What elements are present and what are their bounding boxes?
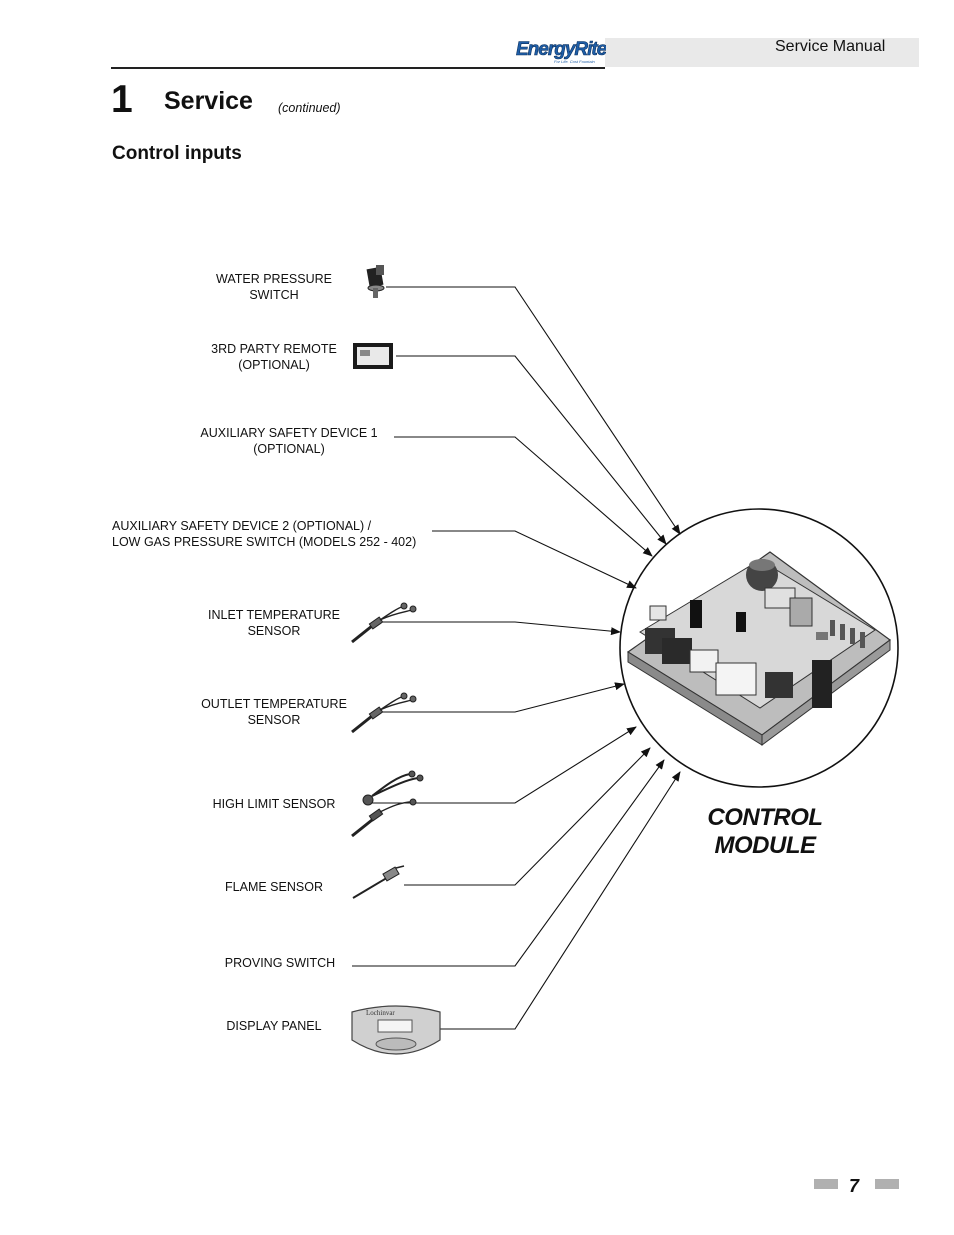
footer-bar-right: [875, 1179, 899, 1189]
outlet-temperature-sensor-icon: [351, 692, 417, 734]
input-label-display-panel: DISPLAY PANEL: [196, 1018, 352, 1034]
control-module-label-line: MODULE: [714, 832, 817, 859]
inlet-temperature-sensor-icon: [351, 602, 417, 644]
header-rule: [111, 67, 605, 69]
input-label-high-limit-sensor: HIGH LIMIT SENSOR: [196, 796, 352, 812]
input-label-proving-switch: PROVING SWITCH: [202, 955, 358, 971]
chapter-number: 1: [111, 78, 133, 121]
leader-lines: [352, 286, 681, 1030]
display-panel-brand: Lochinvar: [366, 1009, 395, 1017]
input-label-line: 3RD PARTY REMOTE: [211, 342, 337, 356]
input-label-line: (OPTIONAL): [238, 358, 310, 372]
input-label-aux-safety-device-2: AUXILIARY SAFETY DEVICE 2 (OPTIONAL) / L…: [112, 518, 416, 550]
energyrite-logo: EnergyRite For Life. Cost Fountain: [514, 36, 609, 66]
input-label-line: PROVING SWITCH: [224, 956, 336, 970]
page-number: 7: [849, 1176, 860, 1196]
input-label-flame-sensor: FLAME SENSOR: [196, 879, 352, 895]
input-label-line: OUTLET TEMPERATURE: [201, 697, 347, 711]
input-label-line: LOW GAS PRESSURE SWITCH (MODELS 252 - 40…: [112, 535, 417, 549]
input-label-line: SENSOR: [247, 624, 301, 638]
display-panel-icon: Lochinvar: [351, 1005, 441, 1055]
logo-tagline: For Life. Cost Fountain: [554, 59, 595, 64]
input-label-aux-safety-device-1: AUXILIARY SAFETY DEVICE 1 (OPTIONAL): [194, 425, 384, 457]
input-label-line: SENSOR: [247, 713, 301, 727]
input-label-line: (OPTIONAL): [253, 442, 325, 456]
section-title: Control inputs: [112, 143, 242, 164]
remote-icon: [353, 343, 393, 369]
input-label-line: DISPLAY PANEL: [226, 1019, 322, 1033]
input-label-outlet-temperature-sensor: OUTLET TEMPERATURE SENSOR: [194, 696, 354, 728]
high-limit-sensor-icon: [351, 770, 424, 838]
input-label-line: WATER PRESSURE: [216, 272, 332, 286]
footer-bar-left: [814, 1179, 838, 1189]
header-band: [605, 38, 919, 67]
input-label-line: HIGH LIMIT SENSOR: [212, 797, 336, 811]
input-label-water-pressure-switch: WATER PRESSURE SWITCH: [196, 271, 352, 303]
input-label-line: INLET TEMPERATURE: [208, 608, 340, 622]
continued-note: (continued): [278, 101, 341, 115]
logo-wordmark: EnergyRite: [516, 39, 606, 60]
input-label-line: AUXILIARY SAFETY DEVICE 2 (OPTIONAL) /: [112, 519, 372, 533]
control-board-illustration: [626, 551, 892, 746]
chapter-title: Service: [164, 87, 253, 115]
control-module-label: CONTROL MODULE: [690, 804, 840, 860]
control-module-label-line: CONTROL: [707, 804, 823, 831]
flame-sensor-icon: [352, 865, 405, 899]
input-label-3rd-party-remote: 3RD PARTY REMOTE (OPTIONAL): [196, 341, 352, 373]
input-label-inlet-temperature-sensor: INLET TEMPERATURE SENSOR: [196, 607, 352, 639]
water-pressure-switch-icon: [366, 265, 385, 298]
manual-label: Service Manual: [775, 38, 886, 55]
input-label-line: AUXILIARY SAFETY DEVICE 1: [200, 426, 378, 440]
input-label-line: SWITCH: [249, 288, 299, 302]
input-label-line: FLAME SENSOR: [225, 880, 323, 894]
